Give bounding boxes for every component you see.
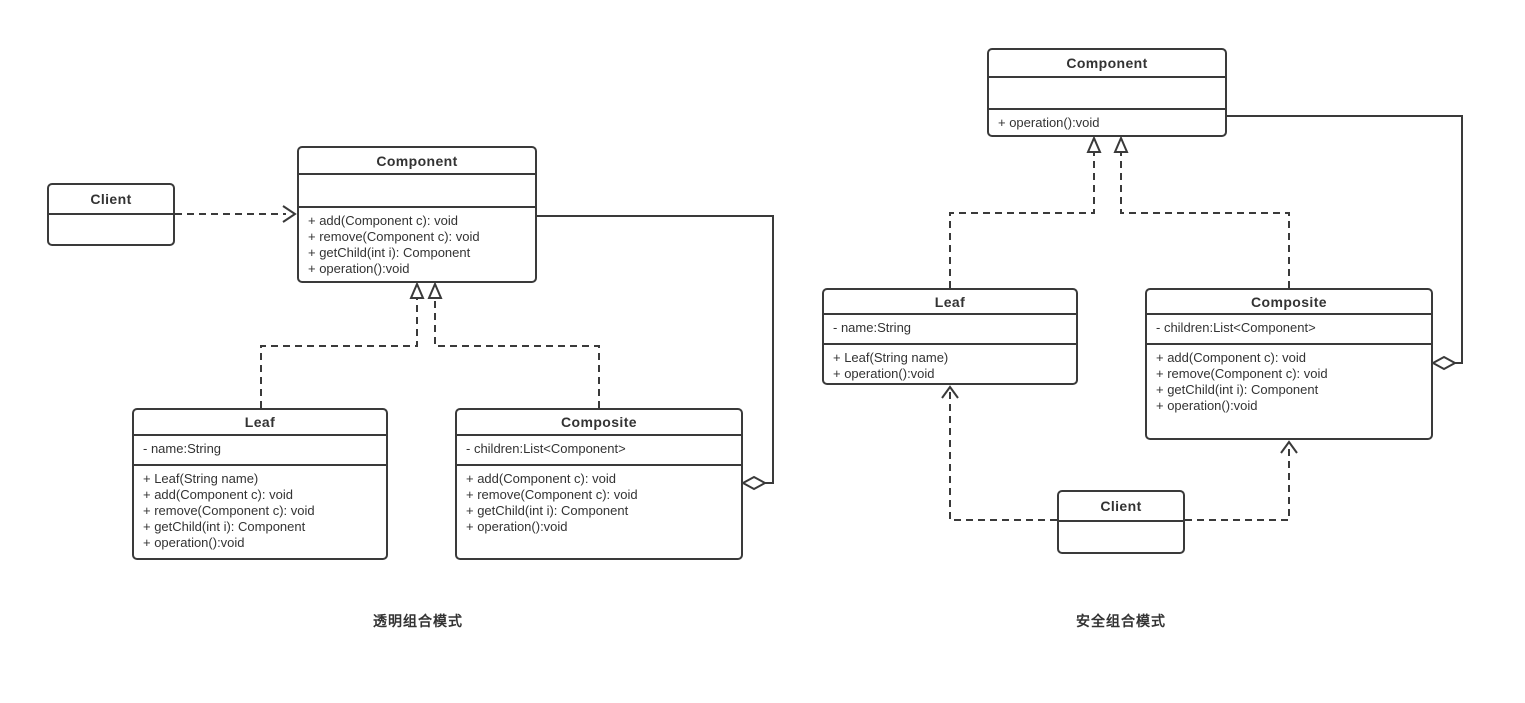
class-box-leaf-transparent: Leaf - name:String + Leaf(String name) +… — [132, 408, 388, 560]
class-methods: + Leaf(String name) + add(Component c): … — [134, 466, 386, 558]
class-attributes: - children:List<Component> — [457, 436, 741, 466]
method-item: + getChild(int i): Component — [308, 245, 471, 260]
class-attributes — [989, 78, 1225, 110]
inheritance-arrow-composite-to-component — [427, 281, 600, 408]
class-box-component-safe: Component + operation():void — [987, 48, 1227, 137]
method-item: + operation():void — [833, 366, 935, 381]
class-box-composite-safe: Composite - children:List<Component> + a… — [1145, 288, 1433, 440]
attribute-item: - name:String — [143, 441, 222, 456]
class-box-client-safe: Client — [1057, 490, 1185, 554]
method-item: + getChild(int i): Component — [1156, 382, 1319, 397]
method-item: + remove(Component c): void — [1156, 366, 1328, 381]
method-item: + operation():void — [998, 115, 1100, 130]
method-item: + remove(Component c): void — [466, 487, 638, 502]
method-item: + add(Component c): void — [143, 487, 293, 502]
aggregation-line-composite-to-component-safe — [1227, 115, 1463, 371]
method-item: + operation():void — [1156, 398, 1258, 413]
aggregation-diamond-icon — [1430, 355, 1458, 371]
caption-safe-pattern: 安全组合模式 — [1076, 613, 1166, 629]
method-item: + operation():void — [308, 261, 410, 276]
method-item: + operation():void — [466, 519, 568, 534]
class-methods: + operation():void — [989, 110, 1225, 135]
attribute-item: - name:String — [833, 320, 912, 335]
dependency-arrow-client-to-leaf-safe — [941, 385, 1057, 521]
class-box-composite-transparent: Composite - children:List<Component> + a… — [455, 408, 743, 560]
class-methods: + Leaf(String name) + operation():void — [824, 345, 1076, 383]
caption-transparent-pattern: 透明组合模式 — [373, 613, 463, 629]
class-title: Client — [49, 185, 173, 215]
class-box-client-transparent: Client — [47, 183, 175, 246]
aggregation-diamond-icon — [740, 475, 768, 491]
class-attributes: - name:String — [134, 436, 386, 466]
method-item: + getChild(int i): Component — [143, 519, 306, 534]
method-item: + add(Component c): void — [466, 471, 616, 486]
class-attributes — [299, 175, 535, 208]
class-title: Leaf — [824, 290, 1076, 315]
method-item: + remove(Component c): void — [308, 229, 480, 244]
attribute-item: - children:List<Component> — [466, 441, 626, 456]
method-item: + add(Component c): void — [1156, 350, 1306, 365]
class-empty-compartment — [1059, 522, 1183, 552]
class-box-leaf-safe: Leaf - name:String + Leaf(String name) +… — [822, 288, 1078, 385]
class-title: Leaf — [134, 410, 386, 436]
method-item: + Leaf(String name) — [833, 350, 949, 365]
inheritance-arrow-leaf-to-component-safe — [949, 135, 1102, 288]
class-methods: + add(Component c): void + remove(Compon… — [457, 466, 741, 558]
method-item: + getChild(int i): Component — [466, 503, 629, 518]
class-title: Client — [1059, 492, 1183, 522]
attribute-item: - children:List<Component> — [1156, 320, 1316, 335]
dependency-arrow-client-to-component — [175, 205, 297, 223]
class-box-component-transparent: Component + add(Component c): void + rem… — [297, 146, 537, 283]
method-item: + add(Component c): void — [308, 213, 458, 228]
method-item: + remove(Component c): void — [143, 503, 315, 518]
inheritance-arrow-composite-to-component-safe — [1113, 135, 1290, 288]
class-title: Component — [989, 50, 1225, 78]
dependency-arrow-client-to-composite-safe — [1185, 440, 1298, 521]
class-attributes: - children:List<Component> — [1147, 315, 1431, 345]
inheritance-arrow-leaf-to-component — [260, 281, 425, 408]
class-methods: + add(Component c): void + remove(Compon… — [299, 208, 535, 281]
class-title: Composite — [1147, 290, 1431, 315]
class-title: Component — [299, 148, 535, 175]
aggregation-line-composite-to-component — [537, 215, 774, 491]
class-empty-compartment — [49, 215, 173, 244]
class-attributes: - name:String — [824, 315, 1076, 345]
method-item: + operation():void — [143, 535, 245, 550]
class-methods: + add(Component c): void + remove(Compon… — [1147, 345, 1431, 438]
class-title: Composite — [457, 410, 741, 436]
method-item: + Leaf(String name) — [143, 471, 259, 486]
